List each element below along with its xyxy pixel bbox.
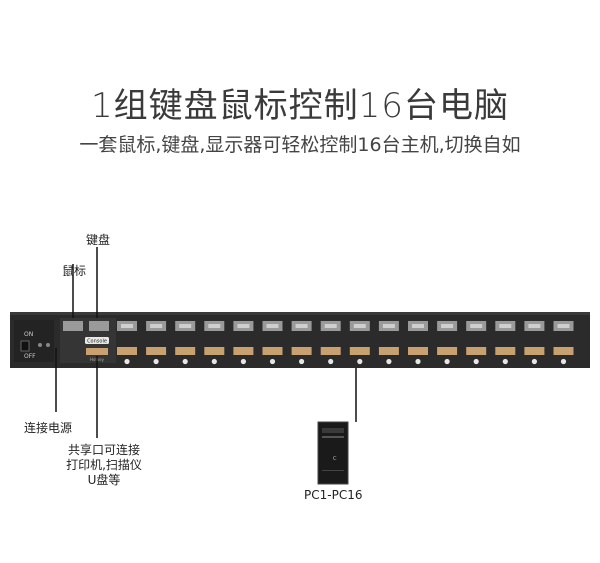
console-badge xyxy=(85,337,109,344)
pc-range-label: PC1-PC16 xyxy=(304,488,363,502)
pc-vga-port xyxy=(378,347,399,355)
keyboard-label: 键盘 xyxy=(86,233,111,247)
pc-usb-port-inner xyxy=(295,324,308,328)
pc-vga-port xyxy=(175,347,196,355)
pc-vga-port xyxy=(408,347,428,355)
pc-vga-port xyxy=(233,347,254,355)
pc-port-indicator xyxy=(357,358,363,365)
pc-port-indicator xyxy=(473,358,479,365)
shared-port-line-2: 打印机,扫描仪 xyxy=(66,458,142,472)
pc-vga-port xyxy=(524,347,545,355)
pc-port-indicator xyxy=(415,358,421,365)
power-switch[interactable] xyxy=(20,340,30,352)
pc-port-indicator xyxy=(211,358,217,365)
page-subtitle: 一套鼠标,键盘,显示器可轻松控制16台主机,切换自如 xyxy=(79,134,521,156)
pc-port-indicator xyxy=(182,358,188,365)
power-label: 连接电源 xyxy=(24,421,73,435)
status-led xyxy=(46,343,50,347)
pc-usb-port-inner xyxy=(179,324,192,328)
pc-port-indicator xyxy=(531,358,538,365)
page-title: 1组键盘鼠标控制16台电脑 xyxy=(91,86,509,126)
pc-vga-port xyxy=(553,347,574,355)
pc-vga-port xyxy=(495,347,516,355)
pc-usb-port-inner xyxy=(353,324,366,328)
pc-port-indicator xyxy=(502,358,508,365)
pc-usb-port-inner xyxy=(324,324,337,328)
mouse-port xyxy=(63,321,83,331)
pc-tower-icon: C xyxy=(317,421,349,485)
pc-vga-port xyxy=(437,347,458,355)
pc-port-indicator xyxy=(269,358,276,365)
pc-usb-port-inner xyxy=(208,324,221,328)
pc-vga-port xyxy=(117,347,137,355)
pc-port-indicator xyxy=(386,358,392,365)
pc-vga-port xyxy=(466,347,487,355)
pc-usb-port-inner xyxy=(412,324,424,328)
pc-usb-port-inner xyxy=(382,324,395,328)
pc-port-indicator xyxy=(124,358,130,365)
pc-usb-port-inner xyxy=(237,324,250,328)
pc-port-group xyxy=(117,321,574,365)
mouse-label: 鼠标 xyxy=(62,264,87,278)
pc-vga-port xyxy=(320,347,341,355)
pc-vga-port xyxy=(146,347,167,355)
pc-port-indicator xyxy=(444,358,450,365)
pc-port-indicator xyxy=(299,358,305,365)
console-vga-port xyxy=(86,348,108,355)
pc-usb-port-inner xyxy=(557,324,570,328)
pc-usb-port-inner xyxy=(150,324,163,328)
shared-port-line-3: U盘等 xyxy=(87,473,121,487)
pc-usb-port-inner xyxy=(441,324,454,328)
svg-text:C: C xyxy=(333,456,337,462)
pc-vga-port xyxy=(204,347,225,355)
pc-usb-port-inner xyxy=(121,324,133,328)
pc-usb-port-inner xyxy=(470,324,483,328)
pc-port-indicator xyxy=(560,358,567,365)
pc-port-indicator xyxy=(153,358,159,365)
pc-vga-port xyxy=(262,347,283,355)
power-off-text: OFF xyxy=(24,353,36,360)
pc-port-indicator xyxy=(328,358,334,365)
pc-usb-port-inner xyxy=(528,324,541,328)
shared-port-label: 共享口可连接 打印机,扫描仪 U盘等 xyxy=(56,443,152,488)
pc-usb-port-inner xyxy=(266,324,279,328)
shared-port-line-1: 共享口可连接 xyxy=(67,443,140,457)
pc-vga-port xyxy=(349,347,370,355)
power-on-text: ON xyxy=(24,331,33,338)
console-badge-text: Console xyxy=(87,339,107,345)
keyboard-port xyxy=(89,321,109,331)
pc-vga-port xyxy=(291,347,312,355)
pc-port-indicator xyxy=(240,358,246,365)
pc-usb-port-inner xyxy=(499,324,512,328)
power-led xyxy=(38,343,42,347)
